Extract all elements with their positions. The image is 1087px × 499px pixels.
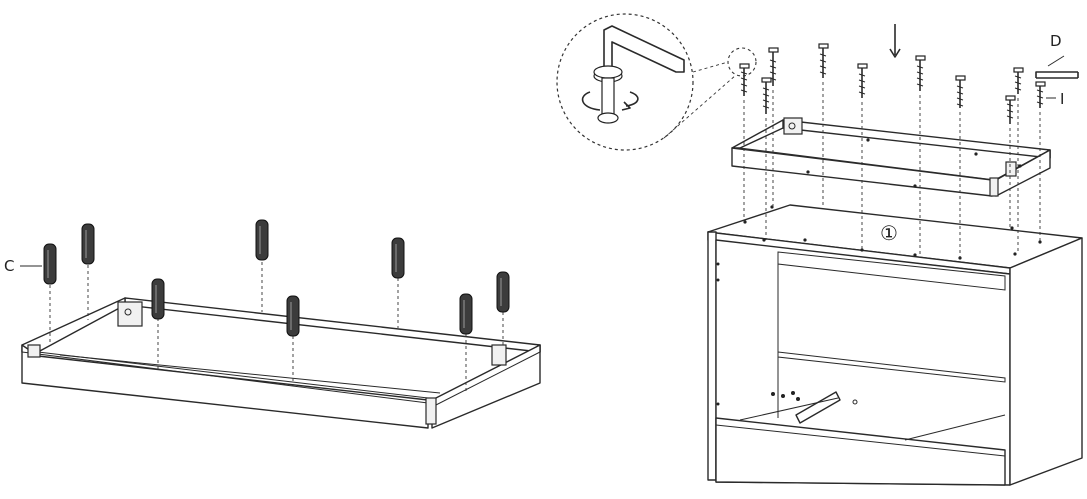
screw-I: [1005, 95, 1016, 124]
screw-I: [768, 47, 779, 86]
dowel-C: [151, 278, 165, 320]
dowel-guides: [49, 262, 504, 392]
dowel-C: [81, 223, 95, 265]
dowel-C: [459, 293, 473, 335]
screw-I: [1013, 67, 1024, 94]
top-frame-left: [731, 119, 784, 149]
top-frame-assembly: [731, 117, 1051, 197]
corner-bracket: [425, 397, 437, 425]
screws-I: [739, 43, 1046, 124]
part-label-C: C: [4, 257, 14, 275]
cabinet-left-panel: [707, 231, 717, 481]
screw-guides: [743, 82, 1041, 258]
frame-left-rail: [21, 297, 126, 353]
dowel-C: [391, 237, 405, 279]
corner-bracket: [491, 344, 507, 366]
screw-I: [955, 75, 966, 108]
part-label-I: I: [1060, 90, 1064, 108]
cabinet-body: [707, 204, 1083, 486]
screw-I: [915, 55, 926, 91]
dowel-C: [255, 219, 269, 261]
dowel-C: [286, 295, 300, 337]
frame-right-end: [431, 344, 541, 429]
top-frame-right-end: [995, 149, 1051, 197]
left-frame-assembly: C: [4, 219, 541, 429]
down-arrow-icon: [889, 24, 901, 58]
part-label-D: D: [1050, 32, 1062, 50]
screw-I: [818, 43, 829, 78]
screw-I: [857, 63, 868, 98]
detail-callout: [556, 13, 757, 151]
screw-I: [761, 77, 772, 114]
cabinet-right-side: [1009, 237, 1083, 486]
screw-I: [1035, 81, 1046, 108]
screw-I: [739, 63, 750, 96]
dowel-C: [496, 271, 510, 313]
dowel-C: [43, 243, 57, 285]
step-number-marker: ①: [880, 221, 898, 245]
frame-back-rail: [124, 297, 541, 353]
hex-key-D: D: [1035, 32, 1079, 79]
corner-bracket: [27, 344, 41, 358]
